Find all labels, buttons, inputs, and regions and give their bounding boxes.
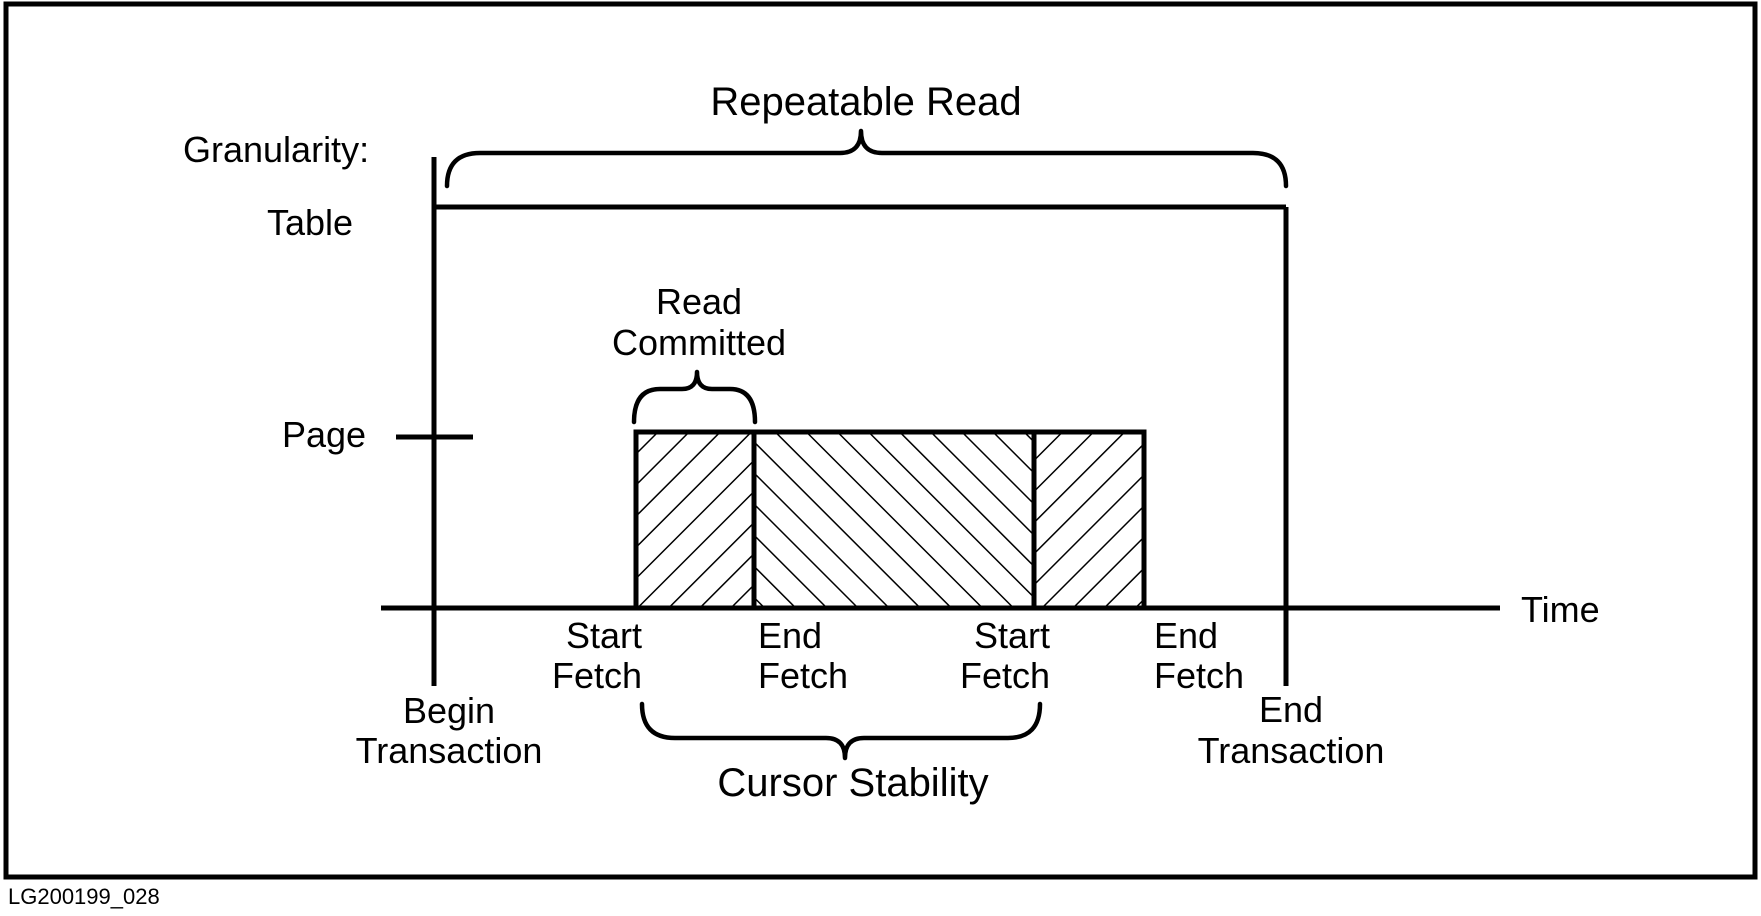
end-fetch-1-label-line-2: Fetch [758, 655, 848, 696]
end-transaction-label-line-1: End [1259, 689, 1323, 730]
repeatable-read-brace [444, 128, 1289, 189]
end-fetch-1-label-line-1: End [758, 615, 822, 656]
read-committed-label-line-2: Committed [612, 322, 786, 363]
repeatable-read-label: Repeatable Read [710, 80, 1021, 124]
begin-transaction-label-line-2: Transaction [356, 730, 543, 771]
read-committed-brace [631, 369, 758, 425]
granularity-axis-title: Granularity: [183, 129, 369, 170]
figure-id-caption: LG200199_028 [8, 884, 160, 909]
cursor-stability-brace [639, 701, 1043, 761]
start-fetch-2-label-line-1: Start [974, 615, 1050, 656]
read-committed-label-line-1: Read [656, 281, 742, 322]
page-lock-block-3 [1031, 429, 1147, 611]
page-level-label: Page [282, 414, 366, 455]
page-lock-block-1 [633, 429, 757, 611]
cursor-stability-label: Cursor Stability [717, 761, 988, 805]
end-fetch-2-label-line-1: End [1154, 615, 1218, 656]
start-fetch-1-label-line-1: Start [566, 615, 642, 656]
start-fetch-2-label-line-2: Fetch [960, 655, 1050, 696]
page-lock-block-2 [751, 429, 1037, 611]
begin-transaction-label-line-1: Begin [403, 690, 495, 731]
end-transaction-label-line-2: Transaction [1198, 730, 1385, 771]
end-fetch-2-label-line-2: Fetch [1154, 655, 1244, 696]
figure-frame [3, 1, 1758, 880]
table-level-label: Table [267, 202, 353, 243]
time-axis-label: Time [1521, 589, 1600, 630]
start-fetch-1-label-line-2: Fetch [552, 655, 642, 696]
